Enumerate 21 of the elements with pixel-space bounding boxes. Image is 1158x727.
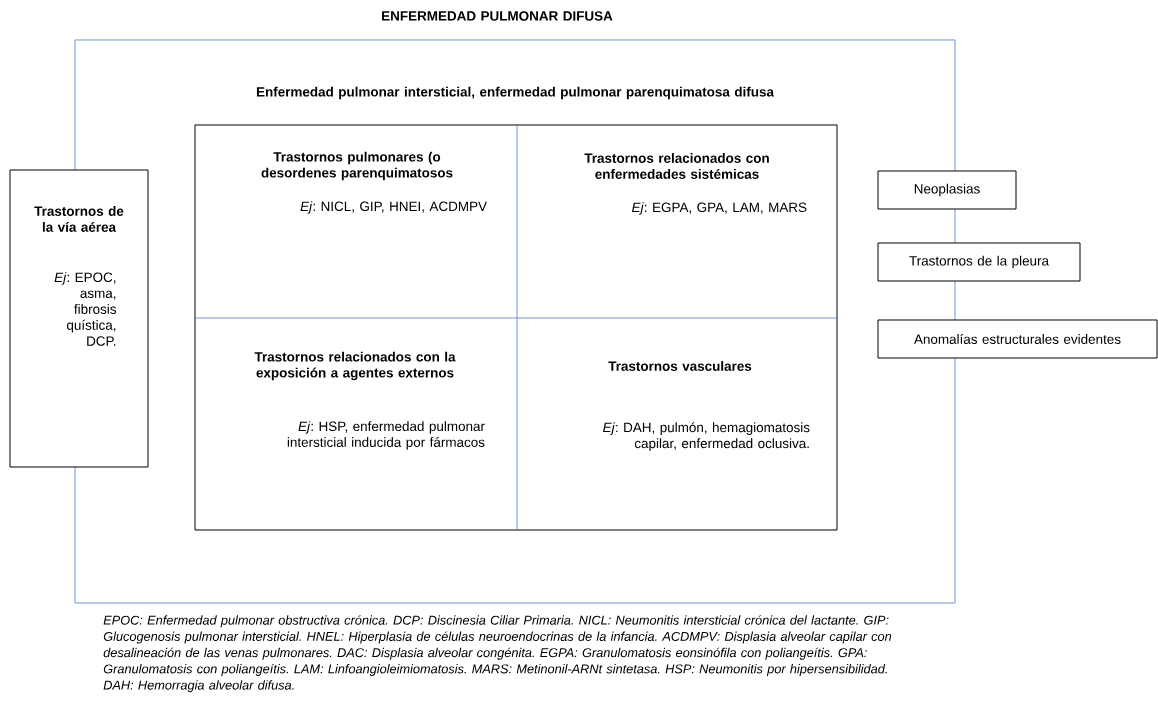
category-box bbox=[877, 170, 1017, 210]
box-label: Trastornos de la pleura bbox=[909, 255, 1049, 269]
category-box bbox=[9, 169, 149, 468]
heading: Trastornos relacionados con la exposición a agentes externos bbox=[254, 351, 456, 381]
example-text: Ej: EGPA, GPA, LAM, MARS bbox=[631, 202, 807, 215]
box-label: Neoplasias bbox=[914, 183, 980, 197]
example-text: Ej: HSP, enfermedad pulmonar intersticial inducida por fármacos bbox=[287, 421, 485, 450]
example-text: Ej: NICL, GIP, HNEI, ACDMPV bbox=[300, 201, 487, 214]
heading: Enfermedad pulmonar intersticial, enfermedad pulmonar parenquimatosa difusa bbox=[256, 86, 775, 100]
category-box bbox=[877, 319, 1158, 359]
grid-box bbox=[194, 124, 838, 531]
category-box bbox=[877, 242, 1081, 282]
caption: EPOC: Enfermedad pulmonar obstructiva crónica. DCP: Discinesia Ciliar Primaria. NICL: Neumonitis intersticial crónica del lactante. GIP: Glucogenosis pulmonar intersticial. HNEL: Hiperplasia de células neuroendocrinas de la infancia. ACDMPV: Displasia alveolar capilar con desalineación de las venas pulmonares. DAC: Displasia alveolar congénita. EGPA: Granulomatosis eonsinófila con poliangeítis. GPA: Granulomatosis con poliangeítis. LAM: Linfoangioleimiomatosis. MARS: Metinonil-ARNt sintetasa. HSP: Neumonitis por hipersensibilidad. DAH: Hemorragia alveolar difusa. bbox=[103, 615, 892, 693]
example-text: Ej: DAH, pulmón, hemagiomatosis capilar, enfermedad oclusiva. bbox=[603, 422, 810, 451]
heading: Trastornos relacionados con enfermedades sistémicas bbox=[584, 153, 769, 179]
box-label: Anomalías estructurales evidentes bbox=[914, 333, 1121, 344]
heading: Trastornos vasculares bbox=[608, 361, 752, 371]
heading: ENFERMEDAD PULMONAR DIFUSA bbox=[382, 11, 613, 21]
heading: Trastornos pulmonares (o desordenes parenquimatosos bbox=[261, 151, 453, 181]
heading: Trastornos de la vía aérea bbox=[34, 206, 124, 232]
example-text: Ej: EPOC, asma, fibrosis quística, DCP. bbox=[54, 272, 116, 346]
